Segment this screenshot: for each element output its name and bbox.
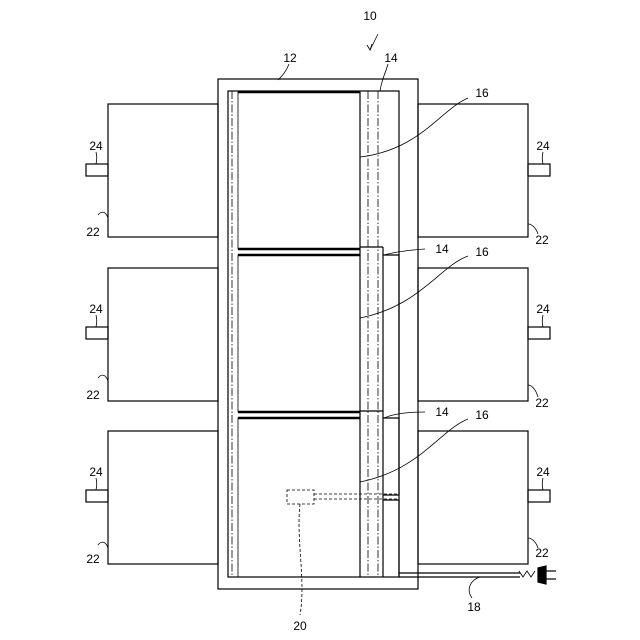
label-10: 10 — [363, 9, 377, 23]
plug-body — [538, 566, 546, 584]
right-module-top — [418, 104, 528, 237]
label-14-top: 14 — [384, 51, 398, 65]
label-22-right-bottom: 22 — [535, 546, 549, 560]
left-terminal-middle — [86, 327, 108, 339]
label-22-right-top: 22 — [535, 233, 549, 247]
battery-bottom — [238, 418, 360, 577]
label-12: 12 — [283, 51, 297, 65]
right-terminal-middle — [528, 327, 550, 339]
label-22-left-top: 22 — [86, 225, 100, 239]
leader-16-middle — [360, 256, 468, 318]
leader-16-bottom — [360, 419, 468, 482]
battery-top — [238, 92, 360, 249]
leader-16-top — [360, 98, 468, 157]
label-24-left-middle: 24 — [89, 302, 103, 316]
label-24-right-bottom: 24 — [536, 465, 550, 479]
controller-box — [287, 490, 314, 504]
left-module-top — [108, 104, 218, 237]
battery-middle — [238, 255, 360, 412]
left-terminal-top — [86, 164, 108, 176]
label-16-bottom: 16 — [475, 408, 489, 422]
label-22-right-middle: 22 — [535, 396, 549, 410]
label-24-left-top: 24 — [89, 139, 103, 153]
label-16-top: 16 — [475, 86, 489, 100]
left-terminal-bottom — [86, 490, 108, 502]
label-24-left-bottom: 24 — [89, 465, 103, 479]
label-22-left-middle: 22 — [86, 388, 100, 402]
label-14-bottom: 14 — [435, 405, 449, 419]
label-18: 18 — [467, 600, 481, 614]
housing — [218, 79, 418, 589]
right-terminal-bottom — [528, 490, 550, 502]
label-14-middle: 14 — [435, 242, 449, 256]
right-module-bottom — [418, 431, 528, 564]
label-20: 20 — [293, 619, 307, 633]
label-16-middle: 16 — [475, 245, 489, 259]
left-module-middle — [108, 268, 218, 401]
label-24-right-middle: 24 — [536, 302, 550, 316]
right-terminal-top — [528, 164, 550, 176]
right-module-middle — [418, 268, 528, 401]
label-24-right-top: 24 — [536, 139, 550, 153]
controller-leader — [299, 504, 302, 615]
left-module-bottom — [108, 431, 218, 564]
label-22-left-bottom: 22 — [86, 552, 100, 566]
